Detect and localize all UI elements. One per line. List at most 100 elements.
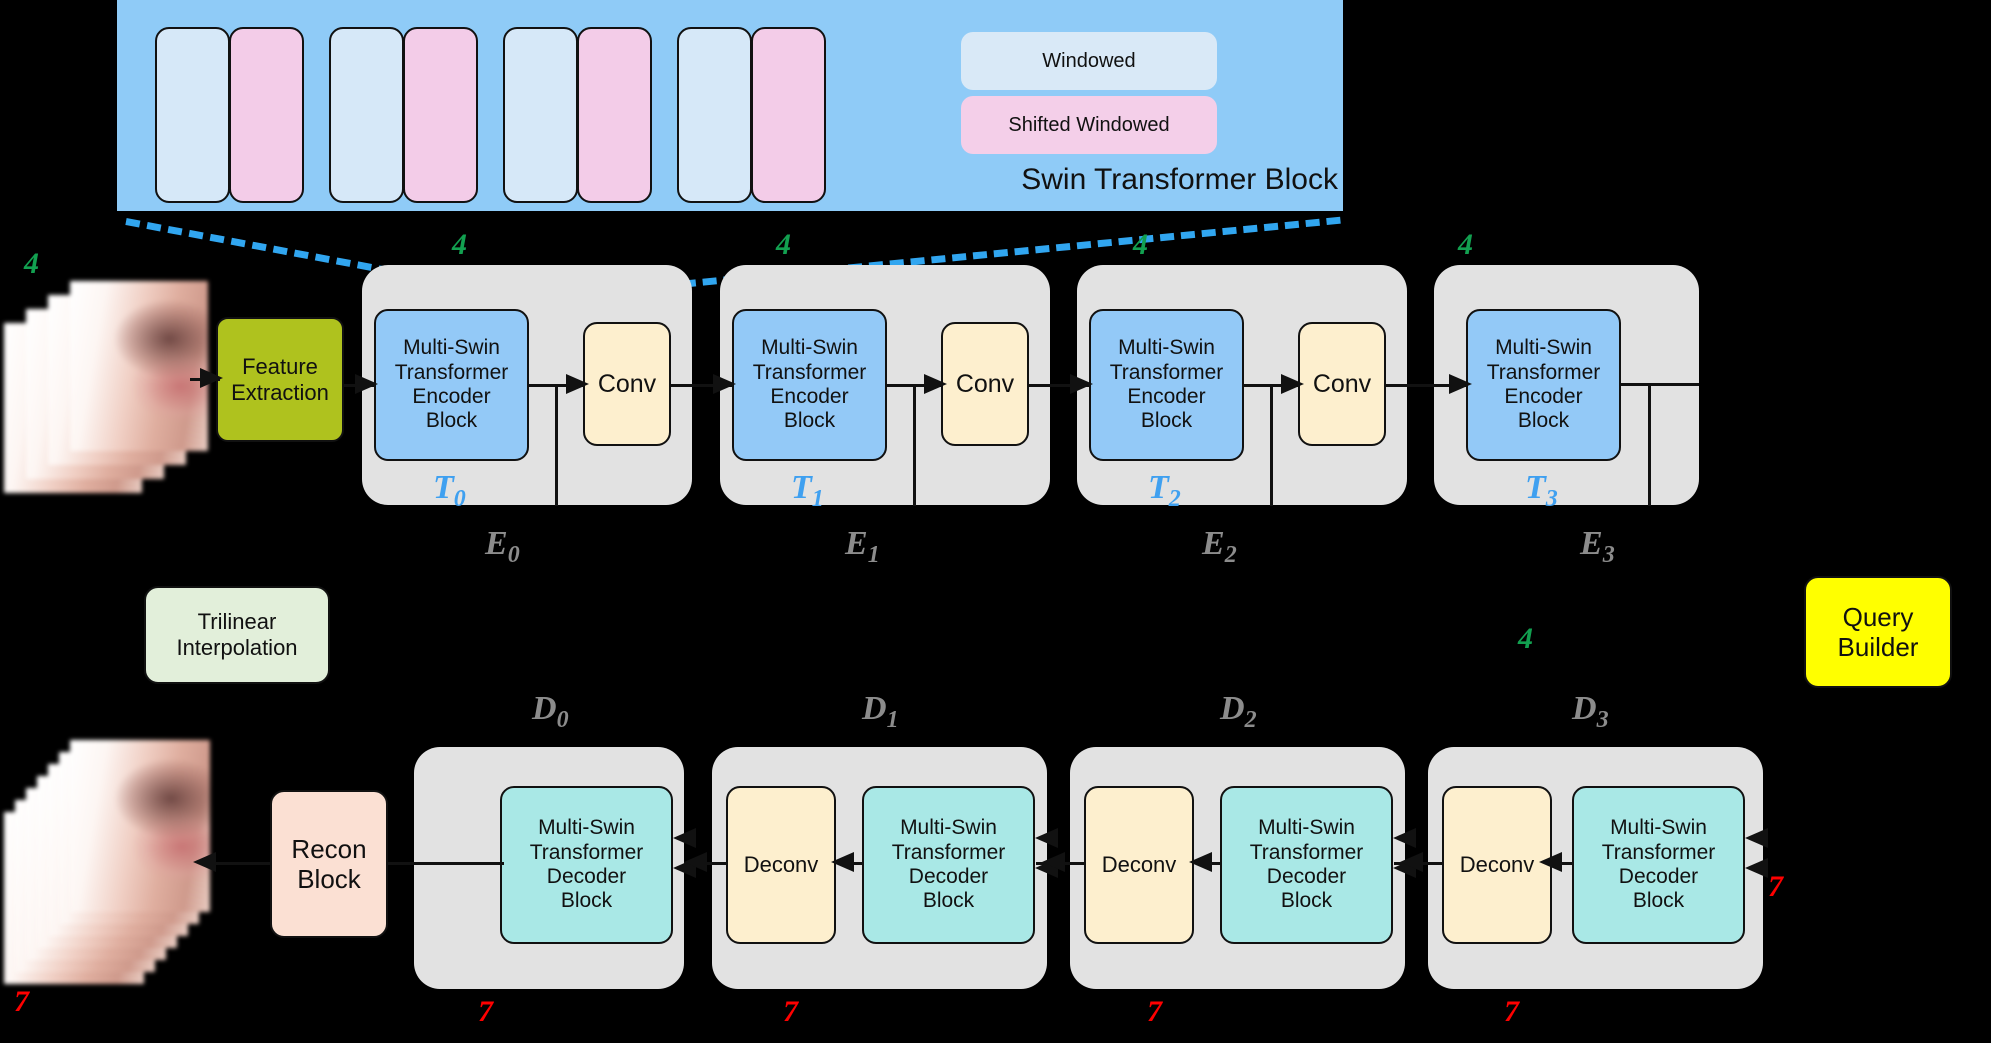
arrow-decoder-2-to-deconv-2: [1196, 862, 1222, 865]
recon-line1: Recon: [291, 833, 367, 864]
decoder-block-3[interactable]: Multi-Swin Transformer Decoder Block: [1572, 786, 1745, 944]
decoder-block-2-l4: Block: [1280, 889, 1333, 913]
decoder-2-bottom-count: 7: [1147, 995, 1162, 1028]
skip-tap-encoder-2: [1270, 384, 1273, 506]
swin-window-column-4: [403, 27, 478, 203]
input-frame-4: [70, 281, 208, 451]
encoder-2-top-count: 4: [1133, 228, 1148, 261]
trilinear-interpolation-block[interactable]: Trilinear Interpolation: [144, 586, 330, 684]
recon-block[interactable]: Recon Block: [270, 790, 388, 938]
encoder-block-3-l4: Block: [1517, 409, 1570, 433]
skip-out-encoder-3: [1621, 383, 1699, 386]
decoder-0-label: D0: [532, 690, 569, 734]
arrow-decoder-0-to-recon: [388, 862, 504, 865]
swin-window-column-1: [155, 27, 230, 203]
encoder-block-3-l3: Encoder: [1504, 385, 1583, 408]
decoder-1-label: D1: [862, 690, 899, 734]
deconv-block-3-label: Deconv: [1459, 852, 1535, 878]
decoder-block-2-l3: Decoder: [1266, 865, 1347, 888]
feature-extraction-block[interactable]: Feature Extraction: [216, 317, 344, 442]
encoder-1-e-label: E1: [845, 525, 880, 569]
decoder-block-1-l1: Multi-Swin: [900, 816, 997, 840]
encoder-2-e-sub: 2: [1224, 541, 1237, 568]
deconv-block-1-label: Deconv: [743, 852, 819, 878]
recon-line2: Block: [297, 864, 361, 894]
arrow-input-to-feature: [190, 378, 220, 381]
decoder-block-1[interactable]: Multi-Swin Transformer Decoder Block: [862, 786, 1035, 944]
decoder-block-0-l2: Transformer: [529, 840, 644, 864]
encoder-3-e-letter: E: [1580, 525, 1603, 562]
encoder-block-0-l1: Multi-Swin: [403, 336, 500, 360]
swin-window-column-2: [229, 27, 304, 203]
encoder-1-e-sub: 1: [867, 541, 880, 568]
query-builder-block[interactable]: Query Builder: [1804, 576, 1952, 688]
decoder-block-0-l4: Block: [560, 889, 613, 913]
query-builder-line1: Query: [1842, 601, 1914, 632]
deconv-block-3[interactable]: Deconv: [1442, 786, 1552, 944]
encoder-block-2-l4: Block: [1140, 409, 1193, 433]
encoder-block-2[interactable]: Multi-Swin Transformer Encoder Block: [1089, 309, 1244, 461]
conv-block-2[interactable]: Conv: [1298, 322, 1386, 446]
encoder-block-0-l4: Block: [425, 409, 478, 433]
swin-panel-title: Swin Transformer Block: [1021, 163, 1338, 196]
swin-window-column-5: [503, 27, 578, 203]
encoder-0-t-letter: T: [433, 469, 454, 506]
deconv-block-2-label: Deconv: [1101, 852, 1177, 878]
encoder-block-1-l2: Transformer: [752, 360, 867, 384]
decoder-3-label: D3: [1572, 690, 1609, 734]
encoder-block-1-l4: Block: [783, 409, 836, 433]
conv-block-1-label: Conv: [955, 369, 1015, 398]
output-frame-stack: [4, 740, 219, 984]
encoder-block-1[interactable]: Multi-Swin Transformer Encoder Block: [732, 309, 887, 461]
arrow-decoder-3-to-deconv-3: [1548, 862, 1574, 865]
decoder-block-0-l1: Multi-Swin: [538, 816, 635, 840]
legend-shifted-windowed: Shifted Windowed: [961, 96, 1217, 154]
decoder-block-1-l4: Block: [922, 889, 975, 913]
conv-block-0[interactable]: Conv: [583, 322, 671, 446]
encoder-2-e-letter: E: [1202, 525, 1225, 562]
trilinear-line1: Trilinear: [197, 609, 277, 635]
encoder-1-t-sub: 1: [811, 485, 824, 512]
encoder-3-t-label: T3: [1525, 469, 1558, 513]
encoder-0-e-letter: E: [485, 525, 508, 562]
decoder-block-0[interactable]: Multi-Swin Transformer Decoder Block: [500, 786, 673, 944]
arrow-deconv-1-to-decoder-0: [684, 862, 728, 865]
decoder-block-2[interactable]: Multi-Swin Transformer Decoder Block: [1220, 786, 1393, 944]
arrow-recon-to-output: [206, 862, 272, 865]
encoder-block-2-l1: Multi-Swin: [1118, 336, 1215, 360]
trilinear-line2: Interpolation: [176, 635, 298, 660]
decoder-0-letter: D: [532, 690, 557, 727]
legend-windowed: Windowed: [961, 32, 1217, 90]
query-stream-count: 7: [1768, 870, 1783, 903]
encoder-block-0[interactable]: Multi-Swin Transformer Encoder Block: [374, 309, 529, 461]
conv-block-1[interactable]: Conv: [941, 322, 1029, 446]
skip-tap-encoder-3: [1648, 384, 1651, 506]
encoder-0-e-label: E0: [485, 525, 520, 569]
decoder-1-sub: 1: [886, 706, 899, 733]
encoder-0-e-sub: 0: [507, 541, 520, 568]
swin-transformer-panel: Windowed Shifted Windowed Swin Transform…: [117, 0, 1343, 211]
arrow-decoder-1-to-deconv-1: [838, 862, 864, 865]
decoder-block-3-l3: Decoder: [1618, 865, 1699, 888]
deconv-block-1[interactable]: Deconv: [726, 786, 836, 944]
swin-window-column-6: [577, 27, 652, 203]
encoder-block-3-l2: Transformer: [1486, 360, 1601, 384]
arrow-deconv-2-to-decoder-1: [1036, 862, 1086, 865]
decoder-0-bottom-count: 7: [478, 995, 493, 1028]
decoder-0-sub: 0: [556, 706, 569, 733]
encoder-3-e-sub: 3: [1602, 541, 1615, 568]
decoder-2-letter: D: [1220, 690, 1245, 727]
swin-window-column-8: [751, 27, 826, 203]
encoder-block-3[interactable]: Multi-Swin Transformer Encoder Block: [1466, 309, 1621, 461]
decoder-1-letter: D: [862, 690, 887, 727]
output-frame-7: [70, 740, 210, 912]
encoder-2-t-letter: T: [1148, 469, 1169, 506]
deconv-block-2[interactable]: Deconv: [1084, 786, 1194, 944]
decoder-block-3-l2: Transformer: [1601, 840, 1716, 864]
encoder-1-e-letter: E: [845, 525, 868, 562]
arrow-feature-to-encoder-0: [344, 384, 376, 387]
encoder-1-t-letter: T: [791, 469, 812, 506]
mid-frame-count: 4: [1518, 622, 1533, 655]
skip-tap-encoder-0: [555, 384, 558, 506]
legend-shifted-windowed-label: Shifted Windowed: [1008, 113, 1170, 136]
